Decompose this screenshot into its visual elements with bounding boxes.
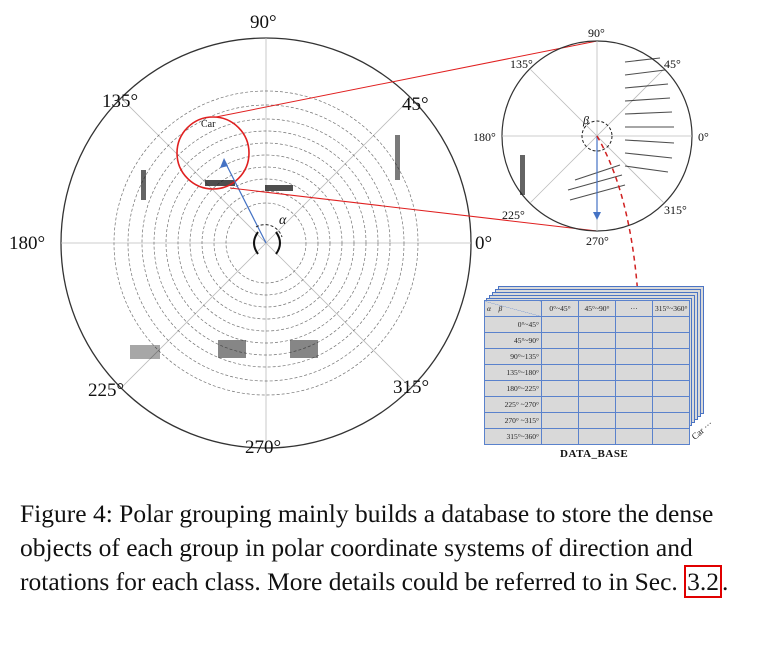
table-row: 180°~225°	[484, 380, 690, 397]
table-row: 270° ~315°	[484, 412, 690, 429]
figure-caption: Figure 4: Polar grouping mainly builds a…	[20, 497, 740, 599]
alpha-header: α	[487, 304, 491, 313]
main-label-270: 270°	[245, 437, 282, 458]
main-label-45: 45°	[402, 94, 429, 115]
zoom-label-135: 135°	[510, 57, 533, 71]
main-polar-plot	[60, 37, 472, 449]
beta-symbol: β	[583, 113, 589, 127]
beta-header: β	[498, 304, 503, 313]
main-label-225: 225°	[88, 380, 125, 401]
car-label: Car	[201, 119, 216, 130]
col-header: ···	[615, 300, 653, 317]
row-header: 90°~135°	[484, 348, 542, 365]
row-header: 135°~180°	[484, 364, 542, 381]
main-label-135: 135°	[102, 91, 139, 112]
main-label-180: 180°	[9, 233, 46, 254]
corner-cell: α β	[484, 300, 542, 317]
zoom-label-180: 180°	[473, 130, 496, 144]
row-header: 45°~90°	[484, 332, 542, 349]
caption-text: Figure 4: Polar grouping mainly builds a…	[20, 499, 714, 596]
table-row: 45°~90°	[484, 332, 690, 349]
figure-polar-grouping: 90° 45° 0° 315° 270° 225° 180° 135° Car …	[9, 12, 715, 460]
zoom-label-45: 45°	[664, 57, 681, 71]
col-header: 45°~90°	[578, 300, 616, 317]
alpha-symbol: α	[279, 213, 287, 228]
table-row: 0°~45°	[484, 316, 690, 333]
table-row: 135°~180°	[484, 364, 690, 381]
main-label-0: 0°	[475, 233, 493, 254]
main-label-315: 315°	[393, 377, 430, 398]
row-header: 315°~360°	[484, 428, 542, 445]
figure-graphics	[60, 37, 693, 449]
table-row: 315°~360°	[484, 428, 690, 445]
database-caption: DATA_BASE	[560, 448, 629, 460]
zoom-label-315: 315°	[664, 203, 687, 217]
zoom-label-270: 270°	[586, 234, 609, 248]
col-header: 0°~45°	[541, 300, 579, 317]
zoom-label-225: 225°	[502, 208, 525, 222]
col-header: 315°~360°	[652, 300, 690, 317]
database-table: α β 0°~45° 45°~90° ··· 315°~360° 0°~45° …	[484, 300, 690, 445]
table-row: 90°~135°	[484, 348, 690, 365]
row-header: 0°~45°	[484, 316, 542, 333]
zoom-label-0: 0°	[698, 130, 709, 144]
caption-end: .	[722, 567, 729, 596]
zoom-label-90: 90°	[588, 26, 605, 40]
row-header: 180°~225°	[484, 380, 542, 397]
section-ref-link[interactable]: 3.2	[684, 565, 723, 598]
row-header: 270° ~315°	[484, 412, 542, 429]
database-stack: α β 0°~45° 45°~90° ··· 315°~360° 0°~45° …	[484, 286, 704, 445]
main-label-90: 90°	[250, 12, 277, 33]
row-header: 225° ~270°	[484, 396, 542, 413]
table-row: 225° ~270°	[484, 396, 690, 413]
table-header-row: α β 0°~45° 45°~90° ··· 315°~360°	[484, 300, 690, 317]
